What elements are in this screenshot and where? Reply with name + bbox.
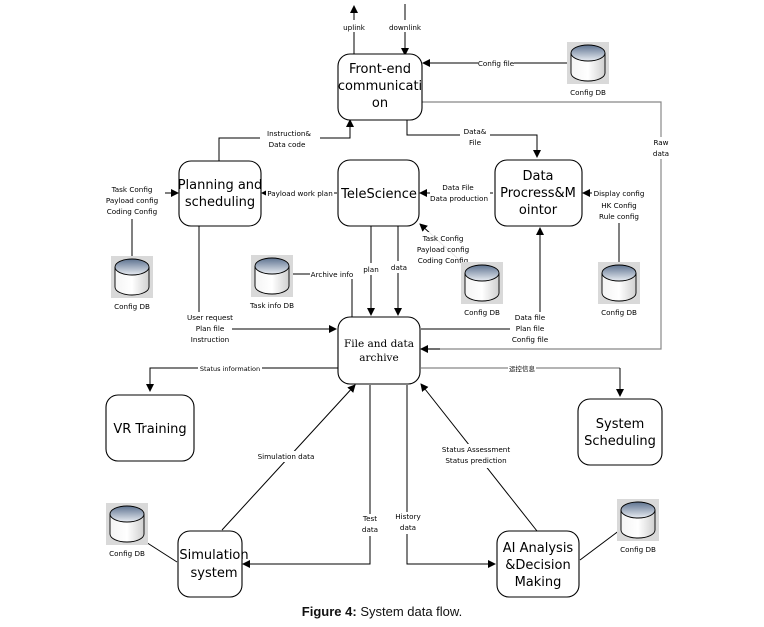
label-status-assessment-1: Status Assessment: [442, 445, 510, 454]
node-label: TeleScience: [340, 187, 417, 202]
edge-archive-info: [292, 273, 353, 317]
edge-status-information: [146, 367, 338, 392]
label-planning-inputs-1: Task Config: [111, 185, 153, 194]
node-label: system: [191, 566, 238, 581]
node-system-scheduling[interactable]: System Scheduling: [577, 398, 663, 466]
node-label: File and data: [344, 338, 414, 350]
edge-raw-data: [421, 101, 662, 350]
label-display-config-2: HK Config: [601, 201, 636, 210]
label-data-file-1: Data&: [464, 127, 487, 136]
label-user-request-3: Instruction: [191, 335, 229, 344]
label-tele-config-1: Task Config: [422, 234, 464, 243]
node-label: AI Analysis: [503, 541, 574, 556]
label-user-request-1: User request: [187, 313, 233, 322]
label-history-data-1: History: [395, 512, 421, 521]
label-tele-config-3: Coding Config: [418, 256, 468, 265]
label-config-file: Config file: [478, 59, 515, 68]
label-instruction-1: Instruction&: [267, 129, 311, 138]
label-status-assessment-2: Status prediction: [445, 456, 506, 465]
label-display-config-3: Rule config: [599, 212, 639, 221]
label-planning-inputs-3: Coding Config: [107, 207, 157, 216]
database-label: Config DB: [114, 302, 150, 311]
label-tele-config-2: Payload config: [417, 245, 469, 254]
label-planning-inputs-2: Payload config: [106, 196, 158, 205]
task-info-db: Task info DB: [249, 255, 294, 310]
edge-config-db-ai-link: [579, 529, 621, 561]
label-raw-data-1: Raw: [653, 138, 668, 147]
label-data-production-1: Data File: [442, 183, 474, 192]
node-label: Planning and: [178, 178, 263, 193]
node-label: archive: [359, 352, 398, 364]
label-archive-files-3: Config file: [512, 335, 549, 344]
database-label: Config DB: [464, 308, 500, 317]
node-label: Procress&M: [500, 186, 576, 201]
label-history-data-2: data: [400, 523, 416, 532]
node-data-process-monitor[interactable]: Data Procress&M ointor: [494, 159, 583, 227]
label-raw-data-2: data: [653, 149, 669, 158]
config-db-simulation: Config DB: [106, 503, 148, 558]
node-label: Making: [515, 575, 562, 590]
database-label: Config DB: [601, 308, 637, 317]
node-file-and-data-archive[interactable]: File and data archive: [337, 316, 421, 385]
node-label: ointor: [519, 203, 558, 218]
label-archive-files-1: Data file: [515, 313, 546, 322]
label-data-file-2: File: [469, 138, 482, 147]
label-simulation-data: Simulation data: [258, 452, 315, 461]
edge-history-data: [406, 385, 496, 568]
node-telescience[interactable]: TeleScience: [337, 159, 420, 227]
config-db-ai: Config DB: [617, 499, 659, 554]
label-user-request-2: Plan file: [196, 324, 225, 333]
node-label: Simulation: [179, 548, 248, 563]
figure-caption: Figure 4: System data flow.: [0, 604, 764, 619]
label-data: data: [391, 263, 407, 272]
database-label: Config DB: [570, 88, 606, 97]
label-uplink: uplink: [343, 23, 366, 32]
label-control-info: 运控信息: [509, 364, 536, 373]
node-label: on: [372, 96, 388, 111]
label-archive-info: Archive info: [311, 270, 354, 279]
label-payload-work-plan: Payload work plan: [267, 189, 333, 198]
label-downlink: downlink: [389, 23, 422, 32]
node-label: Front-end: [349, 62, 411, 77]
node-label: &Decision: [505, 558, 570, 573]
node-label: VR Training: [113, 422, 186, 437]
node-label: Scheduling: [584, 434, 656, 449]
label-status-information: Status information: [200, 365, 260, 373]
node-ai-analysis-decision-making[interactable]: AI Analysis &Decision Making: [496, 530, 580, 598]
node-label: System: [596, 417, 644, 432]
label-instruction-2: Data code: [269, 140, 306, 149]
config-db-top: Config DB: [567, 42, 609, 97]
databases: Config DB Config DB Task info DB Config DB C…: [106, 42, 659, 558]
node-label: communicati: [338, 79, 422, 94]
edge-labels: uplink downlink Config file Instruction&…: [106, 20, 672, 536]
node-label: Data: [522, 169, 553, 184]
edge-test-data: [242, 385, 371, 568]
node-label: scheduling: [185, 195, 255, 210]
label-data-production-2: Data production: [430, 194, 488, 203]
label-test-data-2: data: [362, 525, 378, 534]
node-planning-and-scheduling[interactable]: Planning and scheduling: [178, 160, 263, 227]
label-display-config-1: Display config: [594, 189, 645, 198]
node-front-end-communication[interactable]: Front-end communicati on: [337, 53, 423, 121]
caption-text: System data flow.: [356, 604, 463, 619]
config-db-telescience: Config DB: [461, 262, 503, 317]
label-plan: plan: [363, 265, 379, 274]
label-archive-files-2: Plan file: [516, 324, 545, 333]
database-label: Config DB: [620, 545, 656, 554]
database-label: Config DB: [109, 549, 145, 558]
label-test-data-1: Test: [362, 514, 377, 523]
database-label: Task info DB: [249, 301, 294, 310]
node-vr-training[interactable]: VR Training: [105, 394, 195, 462]
config-db-planning: Config DB: [111, 256, 153, 311]
caption-label: Figure 4:: [301, 604, 357, 619]
config-db-data-process: Config DB: [598, 262, 640, 317]
node-simulation-system[interactable]: Simulation system: [177, 530, 249, 598]
